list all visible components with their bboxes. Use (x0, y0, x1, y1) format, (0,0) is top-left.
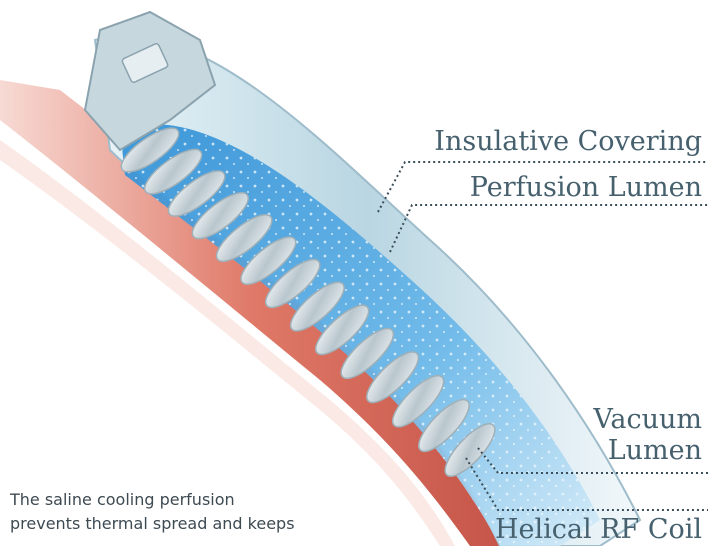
caption-line-1: The saline cooling perfusion (10, 488, 350, 512)
label-vacuum-lumen: Vacuum Lumen (593, 404, 702, 466)
label-helical-rf-coil: Helical RF Coil (495, 514, 702, 545)
label-insulative-covering: Insulative Covering (434, 126, 702, 157)
leader-line-perfusion (390, 205, 708, 252)
label-vacuum-lumen-line2: Lumen (593, 435, 702, 466)
label-vacuum-lumen-line1: Vacuum (593, 404, 702, 435)
caption-line-2: prevents thermal spread and keeps (10, 512, 350, 536)
label-perfusion-lumen: Perfusion Lumen (470, 172, 702, 203)
caption-text: The saline cooling perfusion prevents th… (10, 488, 350, 536)
